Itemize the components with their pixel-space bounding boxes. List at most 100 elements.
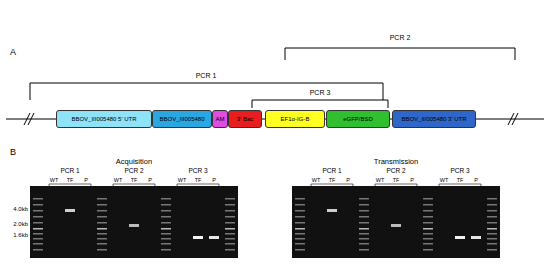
ladder-band [295, 210, 305, 212]
ladder-band [225, 222, 235, 224]
ladder-band [487, 228, 497, 230]
lane-label: P [410, 178, 414, 184]
lane-bracket [49, 184, 91, 186]
lane-label: TF [393, 178, 400, 184]
ladder-band [487, 198, 497, 200]
lane-bracket [439, 184, 481, 186]
lane-label: TF [195, 178, 202, 184]
gene-segment-box: 3' Bac [228, 110, 262, 128]
ladder-band [97, 243, 107, 245]
pcr-product: PCR 3 [310, 89, 331, 96]
ladder-band [423, 216, 433, 218]
dna-band [471, 236, 481, 239]
break-mark [508, 113, 518, 125]
ladder-band [423, 243, 433, 245]
segment-label: 3' Bac [237, 116, 254, 123]
ladder-band [225, 204, 235, 206]
ladder-band [359, 216, 369, 218]
ladder-band [33, 222, 43, 224]
ladder-band [97, 233, 107, 235]
lane-label: TF [67, 178, 74, 184]
segment-label: BBOV_III005480 5' UTR [71, 116, 136, 123]
ladder-band [33, 243, 43, 245]
ladder-band [161, 238, 171, 240]
ladder-band [359, 228, 369, 230]
panel-letter: B [10, 148, 16, 157]
ladder-band [359, 249, 369, 251]
ladder-band [359, 204, 369, 206]
ladder-band [161, 249, 171, 251]
ladder-band [359, 238, 369, 240]
ladder-band [97, 222, 107, 224]
ladder-band [97, 204, 107, 206]
ladder-band [161, 228, 171, 230]
gene-segment-box: EF1α-IG-B [265, 110, 325, 128]
ladder-band [423, 233, 433, 235]
pcr-group: PCR 2 [124, 168, 143, 175]
pcr-group: PCR 3 [450, 168, 469, 175]
lane-label: TF [329, 178, 336, 184]
ladder-band [487, 210, 497, 212]
ladder-band [161, 233, 171, 235]
pcr1-bracket [30, 83, 383, 100]
ladder-band [33, 204, 43, 206]
ladder-band [359, 198, 369, 200]
ladder-band [295, 228, 305, 230]
ladder-band [295, 238, 305, 240]
backbone [476, 119, 544, 120]
ladder-band [97, 249, 107, 251]
ladder-band [161, 216, 171, 218]
pcr-group: PCR 2 [386, 168, 405, 175]
ladder-band [97, 210, 107, 212]
lane-label: WT [50, 178, 59, 184]
pcr-group: PCR 1 [60, 168, 79, 175]
ladder-band [161, 198, 171, 200]
dna-band [129, 224, 139, 227]
ladder-band [161, 222, 171, 224]
segment-label: BBOV_III005480 3' UTR [401, 116, 466, 123]
pcr2-bracket [285, 48, 515, 60]
lane-label: P [212, 178, 216, 184]
lane-bracket [177, 184, 219, 186]
lane-bracket [375, 184, 417, 186]
ladder-band [295, 243, 305, 245]
ladder-band [487, 243, 497, 245]
lane-bracket [311, 184, 353, 186]
gene-segment-box: BBOV_III005480 3' UTR [392, 110, 476, 128]
dna-band [455, 236, 465, 239]
dna-band [209, 236, 219, 239]
ladder-band [97, 216, 107, 218]
gel-title: Acquisition [116, 158, 152, 166]
dna-band [391, 224, 401, 227]
ladder-band [161, 243, 171, 245]
ladder-band [487, 249, 497, 251]
ladder-band [225, 238, 235, 240]
dna-band [65, 209, 75, 212]
ladder-band [423, 249, 433, 251]
ladder-band [33, 228, 43, 230]
lane-bracket [113, 184, 155, 186]
gene-segment-box: BBOV_III005480 [152, 110, 212, 128]
lane-label: WT [440, 178, 449, 184]
ladder-band [225, 249, 235, 251]
pcr-product: PCR 2 [390, 34, 411, 41]
gel-title: Transmission [374, 158, 418, 166]
ladder-band [295, 198, 305, 200]
segment-label: AM [216, 116, 225, 123]
gene-segment-box: BBOV_III005480 5' UTR [56, 110, 152, 128]
gene-segment-box: eGFP/BSD [326, 110, 390, 128]
ladder-band [225, 243, 235, 245]
size-marker: 4.0kb [13, 206, 28, 212]
pcr3-bracket [252, 100, 388, 108]
ladder-band [225, 210, 235, 212]
lane-label: P [84, 178, 88, 184]
ladder-band [295, 249, 305, 251]
gel-image [292, 186, 500, 258]
lane-label: WT [114, 178, 123, 184]
ladder-band [423, 204, 433, 206]
break-mark [24, 113, 34, 125]
pcr-group: PCR 3 [188, 168, 207, 175]
ladder-band [359, 243, 369, 245]
